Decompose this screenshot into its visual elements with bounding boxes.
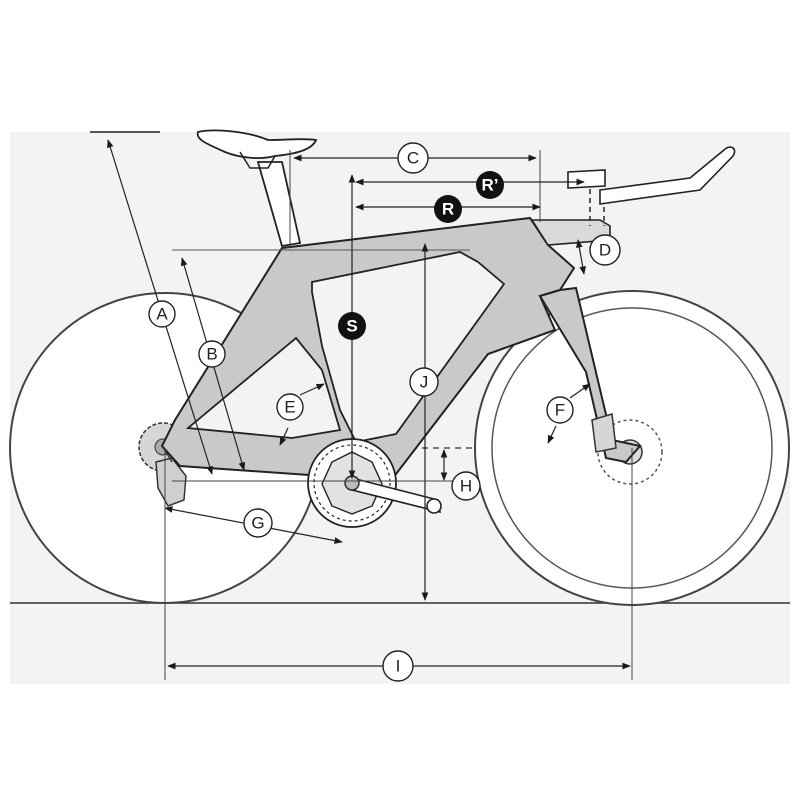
dimension-e-arrow-b <box>279 427 289 446</box>
dimension-f-arrow-a <box>569 383 591 399</box>
svg-text:F: F <box>555 401 565 420</box>
label-i: I <box>382 650 414 682</box>
svg-text:C: C <box>407 149 419 168</box>
svg-text:J: J <box>420 373 429 392</box>
label-f: F <box>546 396 574 424</box>
svg-text:R’: R’ <box>482 176 499 195</box>
svg-text:D: D <box>599 241 611 260</box>
label-r: R <box>434 195 462 223</box>
dimension-f-arrow-b <box>547 425 557 444</box>
dimension-e-arrow-a <box>299 383 325 396</box>
svg-text:E: E <box>284 398 295 417</box>
label-g: G <box>243 508 273 538</box>
frame <box>160 216 576 480</box>
svg-text:B: B <box>206 345 217 364</box>
label-c: C <box>397 142 429 174</box>
svg-text:S: S <box>346 317 357 336</box>
label-h: H <box>451 471 481 501</box>
front-brake-caliper <box>591 413 617 453</box>
label-b: B <box>198 340 226 368</box>
label-d: D <box>589 234 621 266</box>
label-s: S <box>338 312 366 340</box>
svg-text:A: A <box>156 305 168 324</box>
label-e: E <box>276 393 304 421</box>
fork <box>538 286 642 464</box>
svg-text:H: H <box>460 477 472 496</box>
svg-text:G: G <box>251 514 264 533</box>
dimension-d-line <box>576 239 586 275</box>
label-r-prime: R’ <box>476 171 504 199</box>
disc-rotor <box>597 419 663 485</box>
main-triangle-opening <box>311 251 506 444</box>
svg-text:R: R <box>442 200 454 219</box>
label-j: J <box>409 367 439 397</box>
svg-text:I: I <box>396 657 401 676</box>
crankset <box>307 438 442 528</box>
label-a: A <box>148 300 176 328</box>
